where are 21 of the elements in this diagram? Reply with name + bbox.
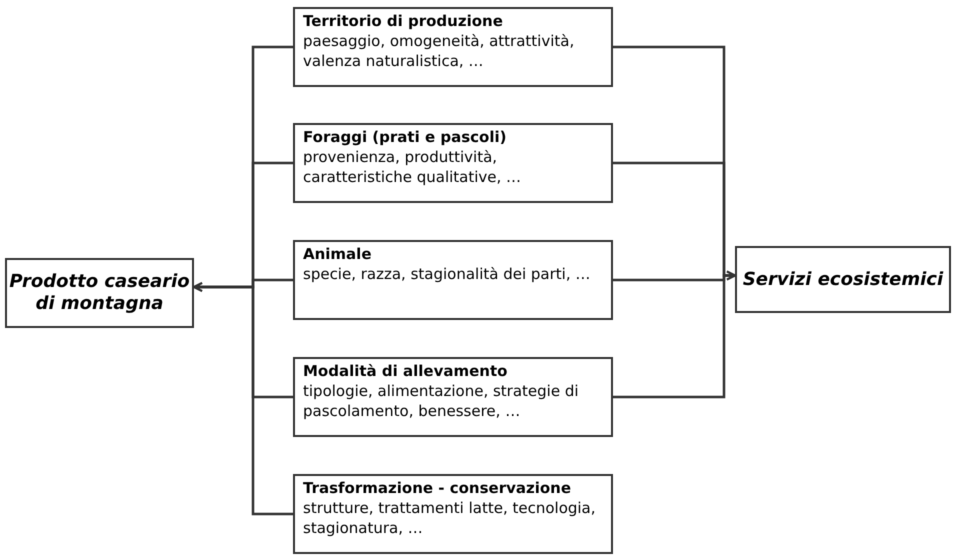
factor-box (293, 240, 613, 320)
factor-heading: Modalità di allevamento (303, 361, 508, 381)
factor-box (293, 123, 613, 203)
factor-description: strutture, trattamenti latte, tecnologia, stagionatura, … (303, 498, 597, 538)
factor-heading: Trasformazione - conservazione (303, 478, 572, 498)
box-title: Servizi ecosistemici (742, 268, 944, 290)
factor-heading: Foraggi (prati e pascoli) (303, 127, 508, 147)
factor-description: provenienza, produttività, caratteristiche qualitative, … (303, 147, 522, 187)
factor-box (293, 7, 613, 87)
outcome-box (735, 246, 951, 313)
outcome-box (5, 258, 194, 328)
factor-description: specie, razza, stagionalità dei parti, … (303, 264, 592, 284)
factor-description: paesaggio, omogeneità, attrattività, valenza naturalistica, … (303, 31, 576, 71)
factor-heading: Animale (303, 244, 372, 264)
connector-arrow (613, 270, 736, 398)
factor-box (293, 474, 613, 554)
factor-box (293, 357, 613, 437)
connector-arrow (193, 282, 293, 516)
box-title: Prodotto caseario di montagna (8, 271, 191, 315)
factor-heading: Territorio di produzione (303, 11, 504, 31)
factor-description: tipologie, alimentazione, strategie di pascolamento, benessere, … (303, 381, 580, 421)
